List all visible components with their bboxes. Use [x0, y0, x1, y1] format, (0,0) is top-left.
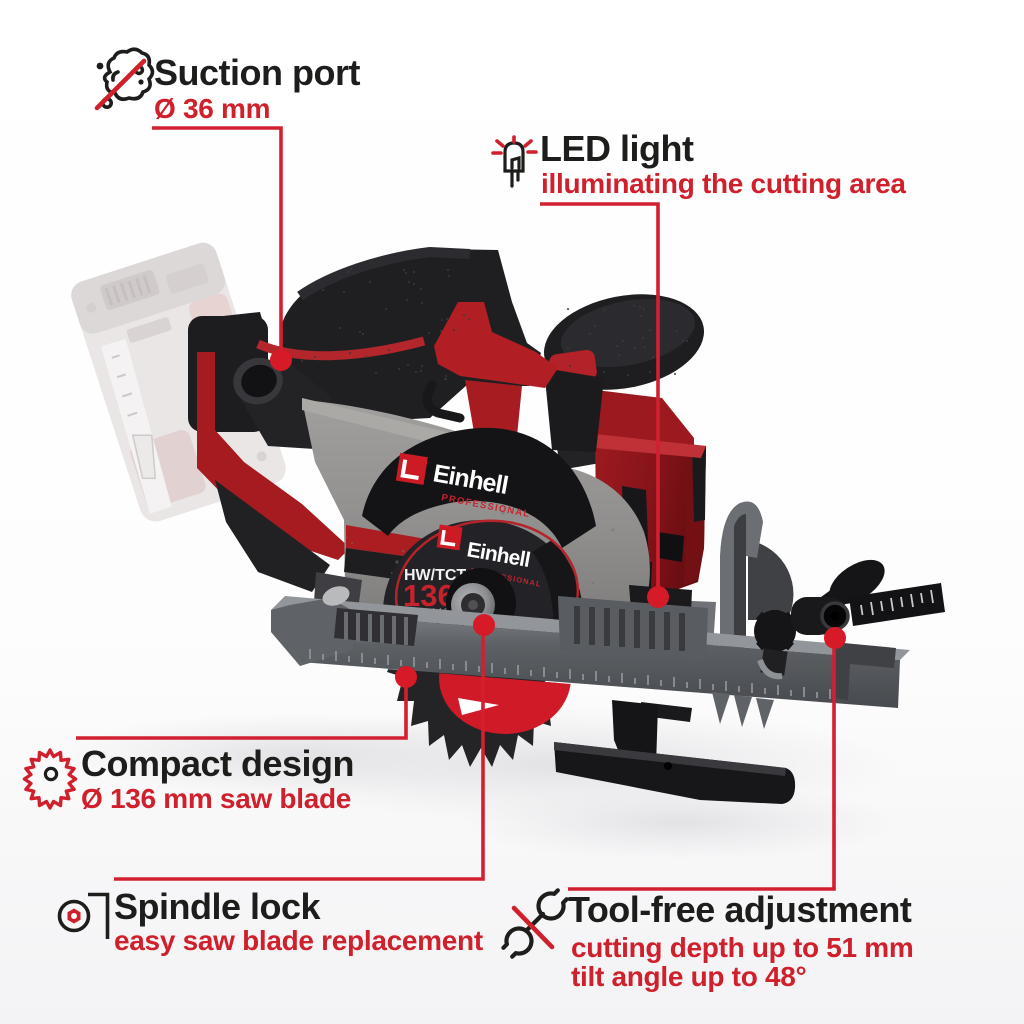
svg-text:tilt angle up to 48°: tilt angle up to 48°	[571, 961, 806, 992]
svg-text:HW/TCT: HW/TCT	[404, 567, 466, 584]
svg-text:easy saw blade replacement: easy saw blade replacement	[114, 925, 483, 956]
svg-text:Tool-free adjustment: Tool-free adjustment	[568, 889, 912, 930]
svg-text:Spindle lock: Spindle lock	[114, 886, 322, 927]
svg-text:Ø 136 mm saw blade: Ø 136 mm saw blade	[81, 783, 351, 814]
svg-text:illuminating the cutting area: illuminating the cutting area	[541, 168, 906, 199]
svg-text:cutting depth up to 51 mm: cutting depth up to 51 mm	[571, 932, 914, 963]
svg-text:LED light: LED light	[540, 128, 694, 169]
svg-text:Suction port: Suction port	[154, 52, 360, 93]
svg-text:Ø 36 mm: Ø 36 mm	[154, 93, 270, 124]
svg-text:Compact design: Compact design	[81, 743, 354, 784]
